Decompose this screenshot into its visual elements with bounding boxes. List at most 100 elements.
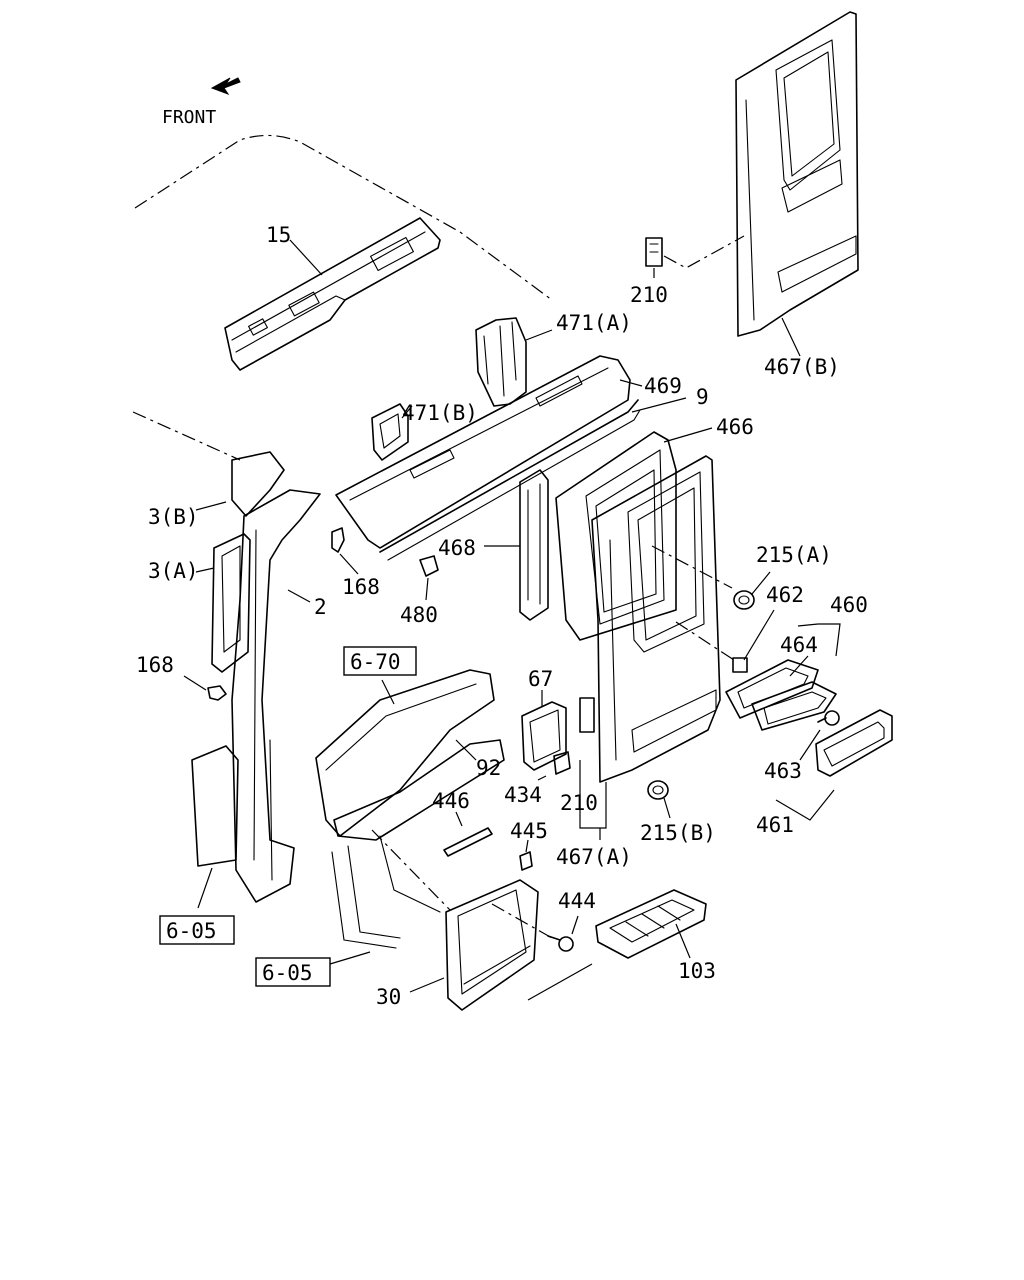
- ref-box-605-left[interactable]: 6-05: [159, 915, 235, 945]
- leader-3b: [195, 501, 227, 511]
- callout-210-bottom: 210: [560, 791, 598, 815]
- bracket-460-left: [797, 623, 819, 627]
- front-label: FRONT: [162, 107, 216, 128]
- bracket-67-part: [521, 701, 567, 771]
- bolt-guide: [491, 903, 553, 939]
- leader-168-mid: [339, 553, 359, 575]
- strip-446-part: [443, 827, 493, 857]
- center-pillar-part: [231, 489, 321, 903]
- callout-463: 463: [764, 759, 802, 783]
- callout-215b: 215(B): [640, 821, 716, 845]
- leader-215a: [751, 571, 771, 595]
- callout-471a: 471(A): [556, 311, 632, 335]
- clip-462-part: [732, 657, 748, 673]
- callout-3a: 3(A): [148, 559, 199, 583]
- callout-2: 2: [314, 595, 327, 619]
- clip-434-part: [553, 751, 571, 775]
- drip-rail-strip-inner: [387, 409, 641, 561]
- bolt-444-part: [547, 935, 574, 952]
- callout-15: 15: [266, 223, 291, 247]
- bracket-460: [818, 623, 841, 657]
- callout-434: 434: [504, 783, 542, 807]
- frame-line-3: [379, 835, 441, 913]
- callout-466: 466: [716, 415, 754, 439]
- leader-464: [789, 655, 809, 677]
- callout-444: 444: [558, 889, 596, 913]
- step-pad-part: [595, 889, 707, 959]
- bolt-168-mid-part: [331, 527, 345, 553]
- callout-467b: 467(B): [764, 355, 840, 379]
- callout-215a: 215(A): [756, 543, 832, 567]
- leader-30: [409, 977, 445, 993]
- callout-464: 464: [780, 633, 818, 657]
- callout-460: 460: [830, 593, 868, 617]
- rocker-panel-part: [315, 669, 495, 837]
- callout-168-mid: 168: [342, 575, 380, 599]
- rear-door-panel-a: [591, 455, 721, 783]
- bracket-210-top-part: [645, 237, 663, 267]
- leader-9: [631, 397, 687, 413]
- ref-box-605-left-label: 6-05: [166, 919, 217, 943]
- grommet-215b-part: [647, 780, 669, 800]
- leader-462: [743, 609, 775, 661]
- rocker-inner-part: [333, 739, 505, 841]
- bracket-210-guide: [663, 235, 745, 269]
- pillar-guide-line: [132, 411, 241, 461]
- callout-3b: 3(B): [148, 505, 199, 529]
- roof-rail-part: [224, 217, 441, 371]
- callout-446: 446: [432, 789, 470, 813]
- drip-rail-strip: [379, 399, 639, 553]
- leader-103: [675, 923, 691, 959]
- leader-466: [663, 427, 713, 443]
- leader-480: [425, 577, 429, 601]
- callout-103: 103: [678, 959, 716, 983]
- callout-468: 468: [438, 536, 476, 560]
- lower-pillar-trim: [191, 745, 239, 867]
- leader-471b: [401, 405, 413, 419]
- leader-2: [287, 589, 311, 603]
- callout-461: 461: [756, 813, 794, 837]
- callout-92: 92: [476, 756, 501, 780]
- callout-469: 469: [644, 374, 682, 398]
- callout-30: 30: [376, 985, 401, 1009]
- ref-box-670[interactable]: 6-70: [343, 646, 417, 676]
- leader-92: [455, 739, 477, 761]
- callout-210-top: 210: [630, 283, 668, 307]
- pillar-reinforcement-part: [519, 469, 549, 621]
- bracket-471b-part: [371, 403, 409, 461]
- callout-9: 9: [696, 385, 709, 409]
- ref-box-670-label: 6-70: [350, 650, 401, 674]
- handle-gasket-back-inner: [763, 691, 827, 725]
- rear-door-panel-b: [735, 11, 859, 337]
- roof-outline: [134, 134, 553, 301]
- front-arrow-icon: [210, 77, 241, 96]
- roof-header-panel: [335, 355, 631, 549]
- grommet-215a-part: [733, 590, 755, 610]
- leader-103-base: [527, 963, 593, 1001]
- callout-480: 480: [400, 603, 438, 627]
- nut-480-part: [419, 555, 439, 577]
- callout-445: 445: [510, 819, 548, 843]
- callout-471b: 471(B): [402, 401, 478, 425]
- grommet-guide-a: [651, 545, 733, 589]
- leader-467b: [781, 317, 801, 357]
- pillar-trim-3a: [211, 533, 251, 673]
- ref-box-605-bottom[interactable]: 6-05: [255, 957, 331, 987]
- leader-444: [571, 915, 579, 935]
- leader-670: [381, 679, 395, 705]
- leader-471a: [525, 329, 553, 341]
- leader-434: [537, 775, 547, 781]
- frame-line-1: [331, 851, 397, 949]
- leader-3a: [195, 567, 215, 573]
- clip-445-part: [519, 851, 533, 871]
- leader-168-left: [183, 675, 207, 691]
- handle-cover-part: [815, 709, 893, 777]
- ref-box-605-bottom-label: 6-05: [262, 961, 313, 985]
- clip-guide: [675, 621, 735, 661]
- screw-463-part: [817, 710, 840, 726]
- leader-605-left: [197, 867, 213, 909]
- bracket-461: [775, 789, 835, 821]
- callout-462: 462: [766, 583, 804, 607]
